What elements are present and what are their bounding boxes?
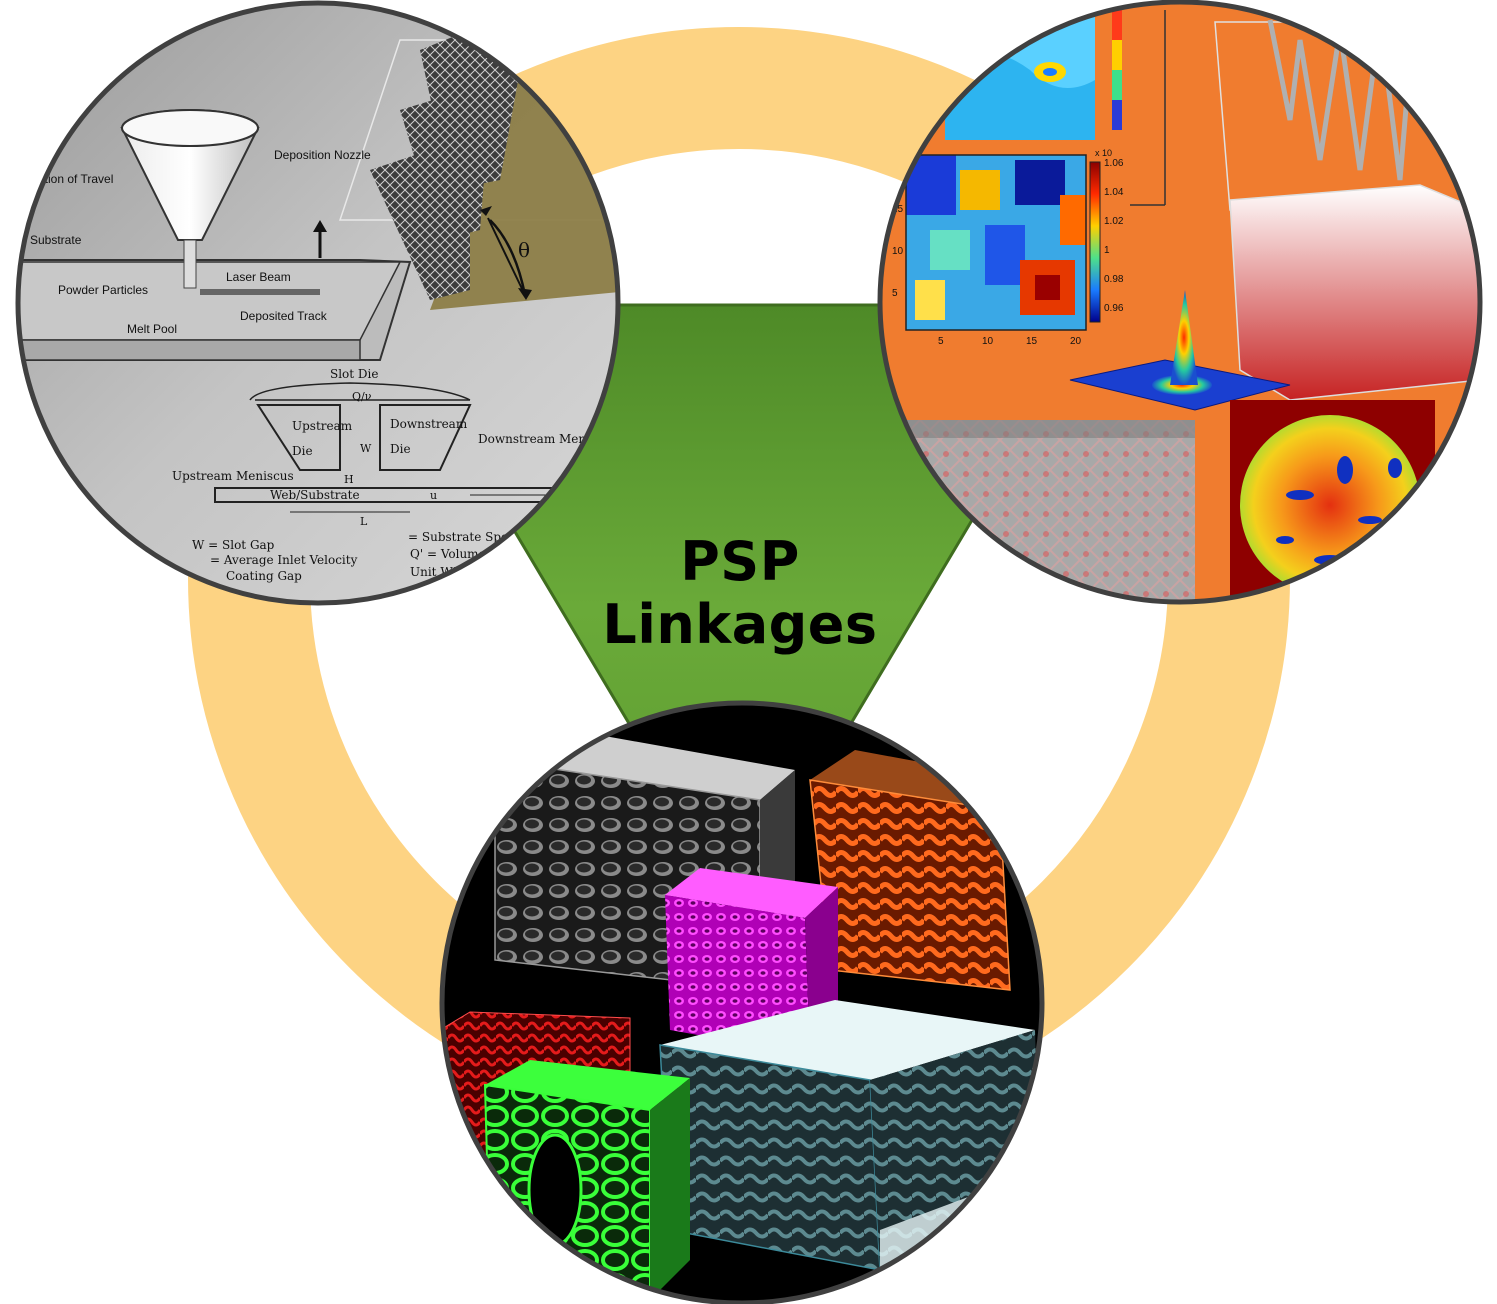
label-u: u bbox=[430, 489, 437, 502]
circular-field-plot bbox=[1240, 415, 1420, 595]
heatmap bbox=[905, 154, 1087, 331]
colorbar-exp: x 10 bbox=[1095, 148, 1112, 158]
process-circle-border bbox=[15, 0, 621, 606]
label-w: W bbox=[360, 442, 372, 455]
label-l: L bbox=[360, 515, 368, 528]
colorbar-tick-label: 1.06 bbox=[1104, 158, 1124, 169]
colorbar-tick-label: 1.02 bbox=[1104, 216, 1124, 227]
label-downstream: Downstream bbox=[390, 417, 468, 431]
eq-slot-gap: W = Slot Gap bbox=[192, 538, 275, 552]
heatmap-x-tick-label: 20 bbox=[1070, 336, 1082, 347]
process-panel: ection of Travel Deposition Nozzle Subst… bbox=[18, 3, 618, 603]
heatmap-x-tick-label: 10 bbox=[982, 336, 994, 347]
colorbar-tick-label: 1 bbox=[1104, 245, 1110, 256]
angle-wedge bbox=[430, 70, 618, 310]
label-up-meniscus: Upstream Meniscus bbox=[172, 469, 294, 483]
eq-substrate-speed: = Substrate Spe bbox=[408, 530, 508, 544]
label-die-1: Die bbox=[292, 444, 313, 458]
property-panel bbox=[442, 703, 1042, 1303]
top-colorbar bbox=[1112, 10, 1122, 130]
heatmap-y-tick-label: 5 bbox=[892, 288, 898, 299]
label-track: Deposited Track bbox=[240, 309, 328, 323]
label-h: H bbox=[344, 473, 354, 486]
heatmap-y-tick-label: 15 bbox=[892, 204, 904, 215]
colorbar-tick-label: 0.98 bbox=[1104, 274, 1124, 285]
label-direction: ection of Travel bbox=[32, 172, 113, 186]
orange-cube bbox=[809, 779, 1011, 991]
colorbar-tick-label: 1.04 bbox=[1104, 187, 1124, 198]
label-substrate: Substrate bbox=[30, 233, 82, 247]
label-upstream: Upstream bbox=[292, 419, 353, 433]
label-melt: Melt Pool bbox=[127, 322, 177, 336]
label-q: Q/ν bbox=[352, 390, 372, 403]
label-nozzle: Deposition Nozzle bbox=[274, 148, 371, 162]
label-die-2: Die bbox=[390, 442, 411, 456]
label-powder: Powder Particles bbox=[58, 283, 148, 297]
label-theta: θ bbox=[518, 238, 530, 262]
label-slot-die: Slot Die bbox=[330, 367, 378, 381]
stalactite-structure bbox=[1267, 19, 1423, 181]
peak-spike bbox=[1170, 290, 1198, 385]
heatmap-x-tick-label: 5 bbox=[938, 336, 944, 347]
heatmap-x-tick-label: 15 bbox=[1026, 336, 1038, 347]
magenta-cube bbox=[665, 895, 810, 1055]
colorbar-tick-label: 0.96 bbox=[1104, 303, 1124, 314]
heatmap-colorbar bbox=[1089, 161, 1101, 323]
label-laser: Laser Beam bbox=[226, 270, 291, 284]
structure-circle-border bbox=[877, 0, 1483, 605]
deposited-layer-3 bbox=[420, 30, 520, 190]
red-cube bbox=[1229, 184, 1480, 401]
heatmap-y-tick-label: 10 bbox=[892, 246, 904, 257]
diagram-title: PSP Linkages bbox=[602, 530, 878, 656]
label-web: Web/Substrate bbox=[270, 488, 360, 502]
property-circle-border bbox=[439, 700, 1045, 1304]
eq-inlet-velocity: = Average Inlet Velocity bbox=[210, 553, 358, 567]
eq-coating-gap: Coating Gap bbox=[226, 569, 302, 583]
deposited-track bbox=[200, 289, 320, 295]
